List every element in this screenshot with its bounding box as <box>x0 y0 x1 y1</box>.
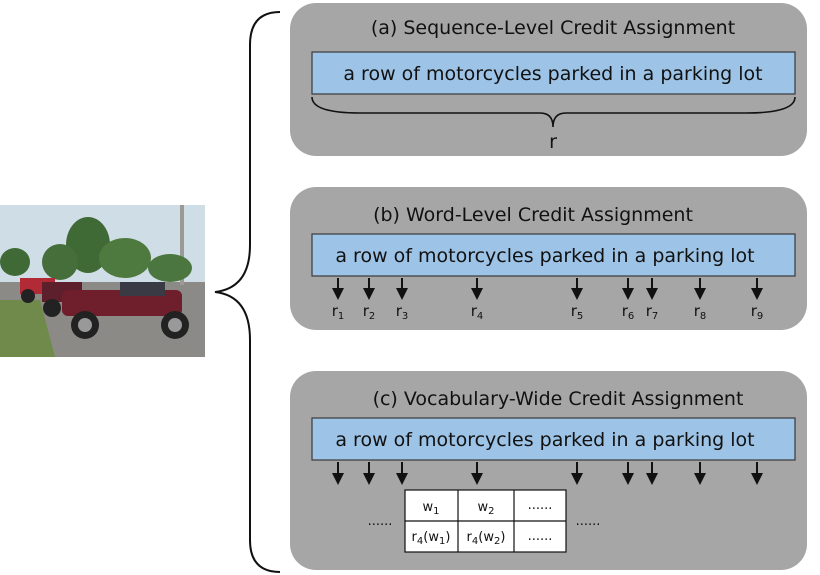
panel-b-rewards: r1 r2 r3 r4 r5 r6 r7 r8 r9 <box>332 302 764 322</box>
panel-b-caption: a row of motorcycles parked in a parking… <box>335 245 754 267</box>
panel-word-level: (b) Word-Level Credit Assignment a row o… <box>290 187 807 330</box>
panel-a-title: (a) Sequence-Level Credit Assignment <box>371 17 735 39</box>
grouping-brace <box>214 11 281 573</box>
panel-b-arrows <box>332 278 763 300</box>
reward-r8: r8 <box>694 302 707 322</box>
table-cell-r4-w2: r4(w2) <box>467 530 506 547</box>
reward-r4: r4 <box>471 302 484 322</box>
panel-sequence-level: (a) Sequence-Level Credit Assignment a r… <box>290 3 807 156</box>
panel-vocabulary-wide: (c) Vocabulary-Wide Credit Assignment a … <box>290 371 807 570</box>
table-header-ellipsis: ...... <box>528 498 553 513</box>
reward-r7: r7 <box>646 302 659 322</box>
panel-c-caption: a row of motorcycles parked in a parking… <box>335 429 754 451</box>
table-row-ellipsis: ...... <box>528 529 553 544</box>
panel-b-title: (b) Word-Level Credit Assignment <box>373 204 693 226</box>
table-right-dots: ...... <box>576 514 601 529</box>
reward-r2: r2 <box>363 302 376 322</box>
panel-a-caption: a row of motorcycles parked in a parking… <box>343 63 762 85</box>
reward-r6: r6 <box>622 302 635 322</box>
reward-r1: r1 <box>332 302 345 322</box>
motorcycle-photo <box>0 205 205 357</box>
reward-r5: r5 <box>571 302 584 322</box>
reward-r9: r9 <box>751 302 764 322</box>
panel-c-caption-box <box>311 417 796 461</box>
panel-a-brace <box>311 96 796 128</box>
table-cell-r4-w1: r4(w1) <box>412 530 451 547</box>
table-header-w1: w1 <box>422 500 439 517</box>
panel-c-title: (c) Vocabulary-Wide Credit Assignment <box>373 388 744 410</box>
reward-r3: r3 <box>396 302 409 322</box>
panel-a-caption-box <box>311 51 796 95</box>
panel-b-caption-box <box>311 233 796 277</box>
table-left-dots: ...... <box>368 514 393 529</box>
panel-a-reward: r <box>549 131 557 153</box>
panel-c-arrows <box>332 462 763 485</box>
table-header-w2: w2 <box>477 500 494 517</box>
reward-table: w1 w2 ...... r4(w1) r4(w2) ...... <box>404 489 567 553</box>
